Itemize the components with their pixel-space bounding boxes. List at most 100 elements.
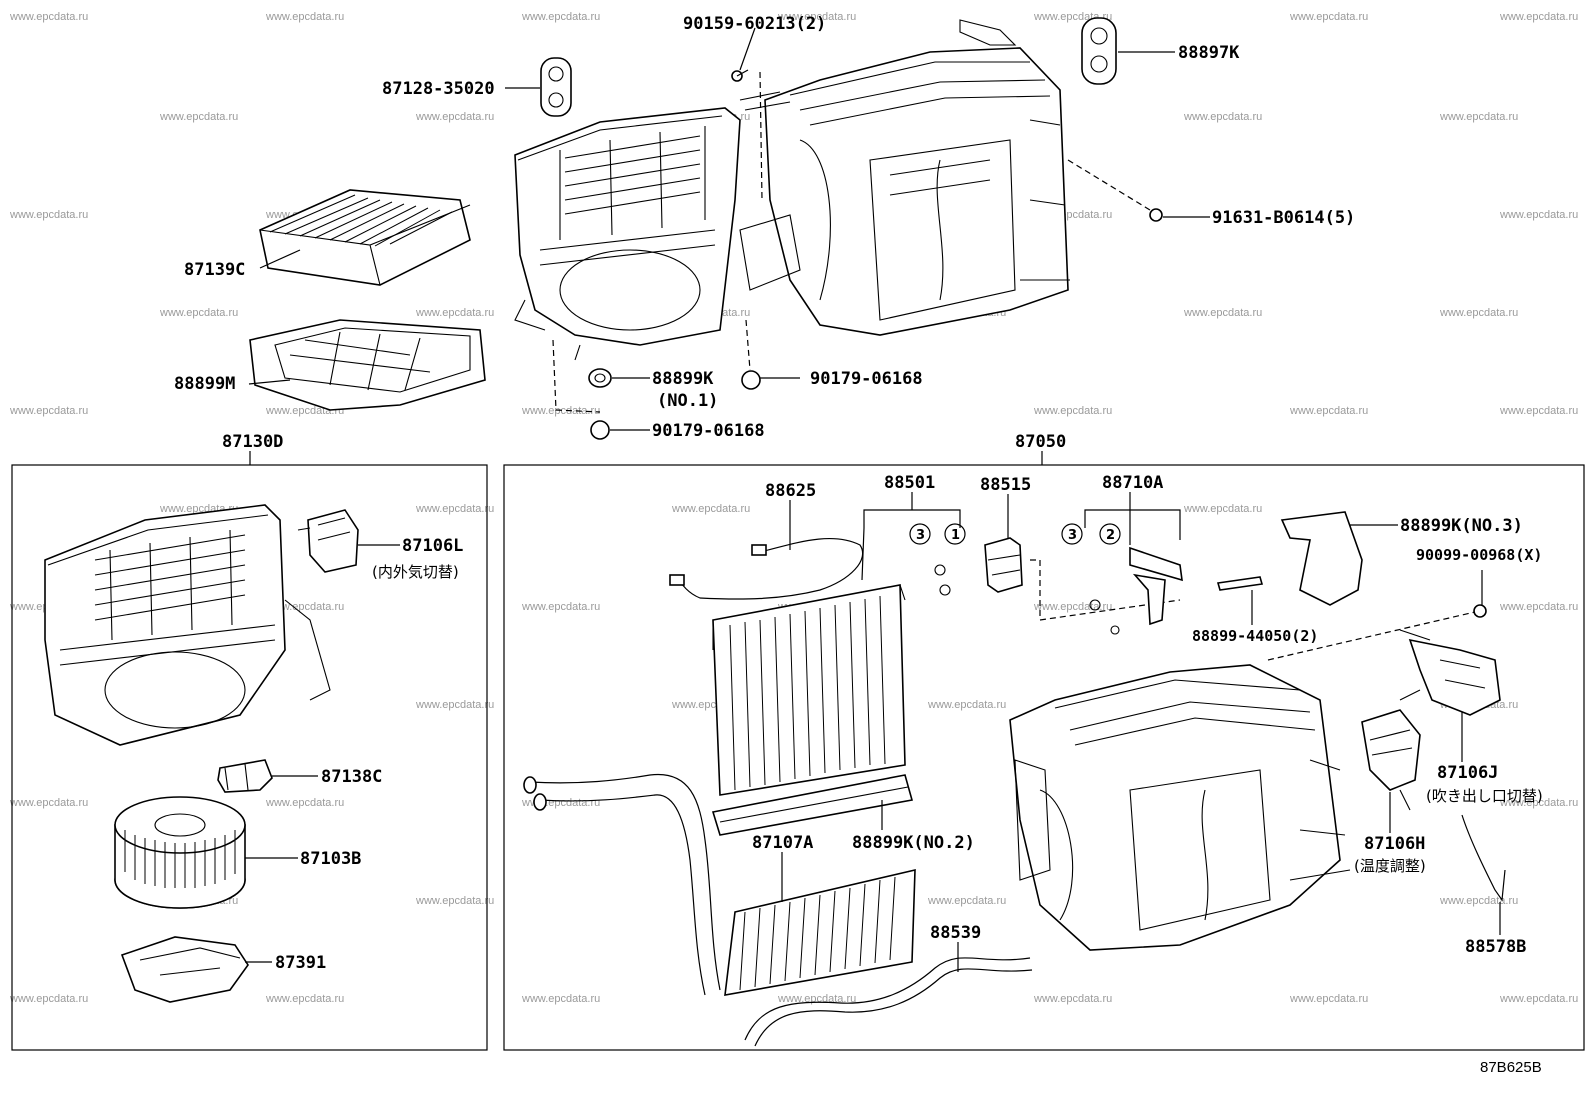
- seal-87128: [540, 57, 572, 117]
- o-ring: [939, 584, 951, 596]
- watermark: www.epcdata.ru: [671, 503, 750, 515]
- label-90159-60213: 90159-60213(2): [683, 14, 826, 34]
- callout-3: 3: [1068, 528, 1077, 543]
- servo-87106H: [1361, 709, 1421, 811]
- watermark: www.epcdata.ru: [9, 209, 88, 221]
- watermark: www.epcdata.ru: [1033, 405, 1112, 417]
- callout-1: 1: [951, 528, 960, 543]
- watermark: www.epcdata.ru: [1499, 993, 1578, 1005]
- filter-87139C: [259, 189, 471, 286]
- watermark: www.epcdata.ru: [1499, 797, 1578, 809]
- label-87106H-note: (温度調整): [1354, 857, 1426, 875]
- pipes-88710A: [1129, 546, 1183, 626]
- label-87128-35020: 87128-35020: [382, 79, 495, 99]
- label-87106H: 87106H: [1364, 834, 1425, 854]
- watermark: www.epcdata.ru: [1499, 209, 1578, 221]
- callout-2: 2: [1106, 528, 1115, 543]
- label-88578B: 88578B: [1465, 937, 1526, 957]
- watermark: www.epcdata.ru: [415, 503, 494, 515]
- label-87391: 87391: [275, 953, 326, 973]
- label-88899K-no2: 88899K(NO.2): [852, 833, 975, 853]
- heater-core-87107A: [724, 868, 916, 996]
- figure-code: 87B625B: [1480, 1059, 1542, 1076]
- label-91631-B0614: 91631-B0614(5): [1212, 208, 1355, 228]
- o-ring: [934, 564, 946, 576]
- watermark: www.epcdata.ru: [927, 895, 1006, 907]
- sensor-88625: [669, 538, 864, 600]
- callout-circle-3: [1061, 523, 1083, 545]
- label-90179-06168-a: 90179-06168: [810, 369, 923, 389]
- resistor-87138C: [217, 759, 273, 793]
- callout-circle-1: [944, 523, 966, 545]
- watermark: www.epcdata.ru: [1183, 503, 1262, 515]
- nut-90179-a: [741, 370, 761, 390]
- label-88899K-no3: 88899K(NO.3): [1400, 516, 1523, 536]
- servo-87106J: [1399, 629, 1501, 716]
- watermark: www.epcdata.ru: [1033, 993, 1112, 1005]
- label-88539: 88539: [930, 923, 981, 943]
- watermark: www.epcdata.ru: [1183, 307, 1262, 319]
- watermark: www.epcdata.ru: [265, 11, 344, 23]
- leader-bracket: [1084, 509, 1181, 545]
- watermark: www.epcdata.ru: [1499, 601, 1578, 613]
- label-88515: 88515: [980, 475, 1031, 495]
- box-87050: [503, 464, 1585, 1051]
- watermark: www.epcdata.ru: [265, 601, 344, 613]
- top-leaders: [248, 27, 1210, 431]
- watermark: www.epcdata.ru: [1499, 11, 1578, 23]
- label-87106L-note: (内外気切替): [372, 563, 459, 581]
- watermark: www.epcdata.ru: [1183, 111, 1262, 123]
- watermark: www.epcdata.ru: [927, 699, 1006, 711]
- seal-88897K: [1081, 17, 1117, 85]
- label-88897K: 88897K: [1178, 43, 1240, 63]
- label-87107A: 87107A: [752, 833, 813, 853]
- o-ring: [1089, 599, 1101, 611]
- screw-90159: [731, 69, 749, 82]
- label-87106J-note: (吹き出し口切替): [1426, 787, 1543, 805]
- leader-dashed: [1030, 559, 1181, 621]
- watermark: www.epcdata.ru: [777, 993, 856, 1005]
- box-87130D: [11, 464, 488, 1051]
- label-88710A: 88710A: [1102, 473, 1163, 493]
- label-87130D: 87130D: [222, 432, 283, 452]
- watermark: www.epcdata.ru: [521, 797, 600, 809]
- watermark: www.epcdata.ru: [265, 993, 344, 1005]
- hvac-unit-assembly: [514, 19, 1070, 361]
- nut-90179-b: [590, 420, 610, 440]
- label-88625: 88625: [765, 481, 816, 501]
- watermark: www.epcdata.ru: [1289, 993, 1368, 1005]
- screw-91631: [1149, 208, 1163, 222]
- bracket-88899K-no3: [1280, 511, 1363, 606]
- watermark: www.epcdata.ru: [1439, 307, 1518, 319]
- grommet-88899K-no1: [588, 368, 612, 388]
- callout-circle-3: [909, 523, 931, 545]
- watermark: www.epcdata.ru: [1289, 11, 1368, 23]
- watermark: www.epcdata.ru: [415, 307, 494, 319]
- screw-90099: [1473, 604, 1487, 618]
- blower-motor-87103B: [114, 796, 246, 909]
- leader-dashed: [552, 339, 601, 413]
- watermark: www.epcdata.ru: [265, 797, 344, 809]
- watermark: www.epcdata.ru: [415, 699, 494, 711]
- label-87138C: 87138C: [321, 767, 382, 787]
- watermark: www.epcdata.ru: [415, 111, 494, 123]
- bracket-88899K-no2: [711, 774, 914, 836]
- watermark: www.epcdata.ru: [9, 797, 88, 809]
- callout-circle-2: [1099, 523, 1121, 545]
- evaporator-88501: [712, 584, 906, 796]
- label-87106L: 87106L: [402, 536, 463, 556]
- watermark: www.epcdata.ru: [521, 601, 600, 613]
- label-87103B: 87103B: [300, 849, 361, 869]
- pipe-88539: [744, 957, 1033, 1047]
- servo-87106L: [297, 509, 359, 573]
- watermark: www.epcdata.ru: [1499, 405, 1578, 417]
- label-88899K: 88899K: [652, 369, 714, 389]
- callout-3: 3: [916, 528, 925, 543]
- blower-assembly: [44, 504, 331, 746]
- label-no1: (NO.1): [657, 391, 718, 411]
- filter-case-88899M: [249, 319, 486, 411]
- rod-88578B: [1461, 814, 1506, 902]
- label-87106J: 87106J: [1437, 763, 1498, 783]
- watermark: www.epcdata.ru: [9, 993, 88, 1005]
